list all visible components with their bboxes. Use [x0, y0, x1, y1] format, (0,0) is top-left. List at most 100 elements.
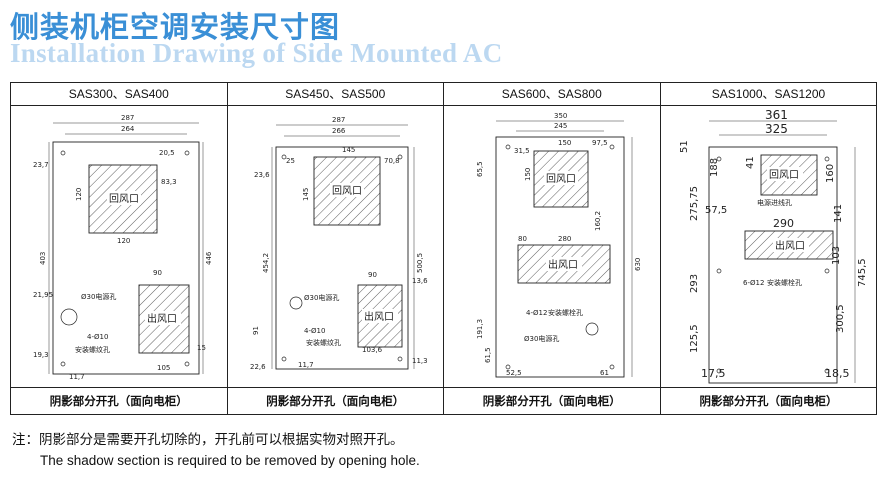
panel-outline [275, 146, 408, 370]
dim-label: 65,5 [476, 161, 484, 177]
power-hole-label: 电源进线孔 [757, 198, 792, 207]
screw-size-label: 4-Ø10 [87, 333, 108, 341]
screw-size-label: 4-Ø10 [304, 327, 325, 335]
dim-label: 57,5 [705, 205, 727, 216]
dim-label: 145 [342, 146, 355, 154]
dim-label: 266 [332, 127, 346, 135]
power-hole [289, 296, 302, 310]
dim-label: 293 [689, 274, 700, 293]
model-header-1: SAS300、SAS400 [11, 83, 227, 106]
screw-size-label: 6-Ø12 [743, 279, 764, 287]
dim-label: 51 [679, 140, 690, 153]
dim-label: 31,5 [514, 147, 530, 155]
dim-label: 287 [121, 114, 134, 122]
dim-label: 90 [153, 269, 162, 277]
screw-hole-label: 安装螺纹孔 [306, 338, 341, 347]
drawing-sas450: 287 266 25 145 23,6 回风口 70,8 145 454,2 5… [250, 116, 428, 371]
dim-label: 275,75 [689, 186, 700, 221]
drawing-column-1: SAS300、SAS400 287 264 20,5 23,7 回风口 83,3… [11, 83, 228, 414]
footer-1: 阴影部分开孔（面向电柜） [11, 387, 227, 414]
screw-hole-label: 安装螺纹孔 [75, 345, 110, 354]
dim-label: 25 [286, 157, 295, 165]
outlet-label: 出风口 [775, 239, 805, 252]
dim-label: 145 [302, 188, 310, 201]
inlet-label: 回风口 [109, 193, 139, 205]
model-header-2: SAS450、SAS500 [227, 83, 443, 106]
panel-outline [52, 141, 200, 375]
dim-label: 105 [157, 364, 170, 372]
dim-label: 70,8 [384, 157, 400, 165]
dim-label: 83,3 [161, 178, 177, 186]
screw-hole-label: 安装螺栓孔 [767, 278, 802, 287]
model-header-3: SAS600、SAS800 [444, 83, 660, 106]
dim-label: 446 [205, 251, 213, 265]
dim-label: 630 [634, 258, 642, 271]
dim-label: 454,2 [262, 253, 270, 273]
footer-2: 阴影部分开孔（面向电柜） [227, 387, 443, 414]
dim-label: 745,5 [857, 258, 868, 287]
dim-label: 15 [197, 344, 206, 352]
dim-label: 500,5 [416, 253, 424, 273]
dim-label: 191,3 [476, 319, 484, 339]
dim-label: 61 [600, 369, 609, 377]
power-hole [60, 308, 78, 326]
dim-label: 160,2 [594, 211, 602, 231]
dim-label: 80 [518, 235, 527, 243]
dim-label: 18,5 [825, 367, 850, 380]
dim-label: 287 [332, 116, 345, 124]
dim-label: 150 [558, 139, 571, 147]
outlet-label: 出风口 [364, 310, 394, 323]
drawing-sas1000: 361 325 51 188 41 回风口 160 275,75 57,5 电源… [679, 108, 868, 384]
dim-label: 21,95 [33, 291, 53, 299]
footer-3: 阴影部分开孔（面向电柜） [444, 387, 660, 414]
drawing-column-4: SAS1000、SAS1200 361 325 51 188 41 回风口 16… [660, 83, 877, 414]
dim-label: 91 [252, 326, 260, 335]
drawing-column-3: SAS600、SAS800 350 245 31,5 150 97,5 65,5… [444, 83, 661, 414]
dim-label: 300,5 [835, 304, 846, 333]
drawing-table: SAS300、SAS400 287 264 20,5 23,7 回风口 83,3… [10, 82, 877, 415]
page-title-en: Installation Drawing of Side Mounted AC [10, 38, 503, 68]
dim-label: 120 [75, 188, 83, 201]
dim-label: 103,6 [362, 346, 383, 354]
dim-label: 188 [709, 158, 720, 177]
dim-label: 361 [765, 108, 788, 122]
dim-label: 141 [833, 204, 844, 223]
dim-label: 245 [554, 122, 567, 130]
dim-label: 325 [765, 122, 788, 136]
inlet-label: 回风口 [332, 185, 362, 197]
dim-label: 11,7 [69, 373, 85, 381]
dim-label: 13,6 [412, 277, 428, 285]
dim-label: 264 [121, 125, 135, 133]
drawing-sas600: 350 245 31,5 150 97,5 65,5 回风口 150 80 28… [476, 112, 642, 378]
dim-label: 150 [524, 168, 532, 181]
note-en: The shadow section is required to be rem… [40, 453, 420, 468]
dim-label: 61,5 [484, 347, 492, 363]
power-hole-label: Ø30电源孔 [524, 334, 559, 343]
dim-label: 19,3 [33, 351, 49, 359]
dim-label: 350 [554, 112, 567, 120]
note-cn: 注：阴影部分是需要开孔切除的，开孔前可以根据实物对照开孔。 [12, 432, 404, 448]
dim-label: 11,3 [412, 357, 428, 365]
power-hole-label: Ø30电源孔 [304, 293, 339, 302]
dim-label: 52,5 [506, 369, 522, 377]
dim-label: 20,5 [159, 149, 175, 157]
panel-outline [708, 146, 837, 384]
drawing-sas300: 287 264 20,5 23,7 回风口 83,3 120 120 403 4… [33, 114, 213, 381]
dim-label: 97,5 [592, 139, 608, 147]
drawing-column-2: SAS450、SAS500 287 266 25 145 23,6 回风口 70… [227, 83, 444, 414]
inlet-label: 回风口 [769, 169, 799, 181]
dim-label: 103 [831, 246, 842, 265]
dim-label: 125,5 [689, 324, 700, 353]
footer-4: 阴影部分开孔（面向电柜） [660, 387, 877, 414]
screw-size-label: 4-Ø12 [526, 309, 547, 317]
screw-hole-label: 安装螺栓孔 [548, 308, 583, 317]
dim-label: 11,7 [298, 361, 314, 369]
dim-label: 90 [368, 271, 377, 279]
dim-label: 23,6 [254, 171, 270, 179]
dim-label: 41 [745, 156, 756, 169]
outlet-label: 出风口 [147, 312, 177, 325]
outlet-label: 出风口 [548, 258, 578, 271]
dim-label: 120 [117, 237, 130, 245]
model-header-4: SAS1000、SAS1200 [660, 83, 877, 106]
dim-label: 280 [558, 235, 571, 243]
